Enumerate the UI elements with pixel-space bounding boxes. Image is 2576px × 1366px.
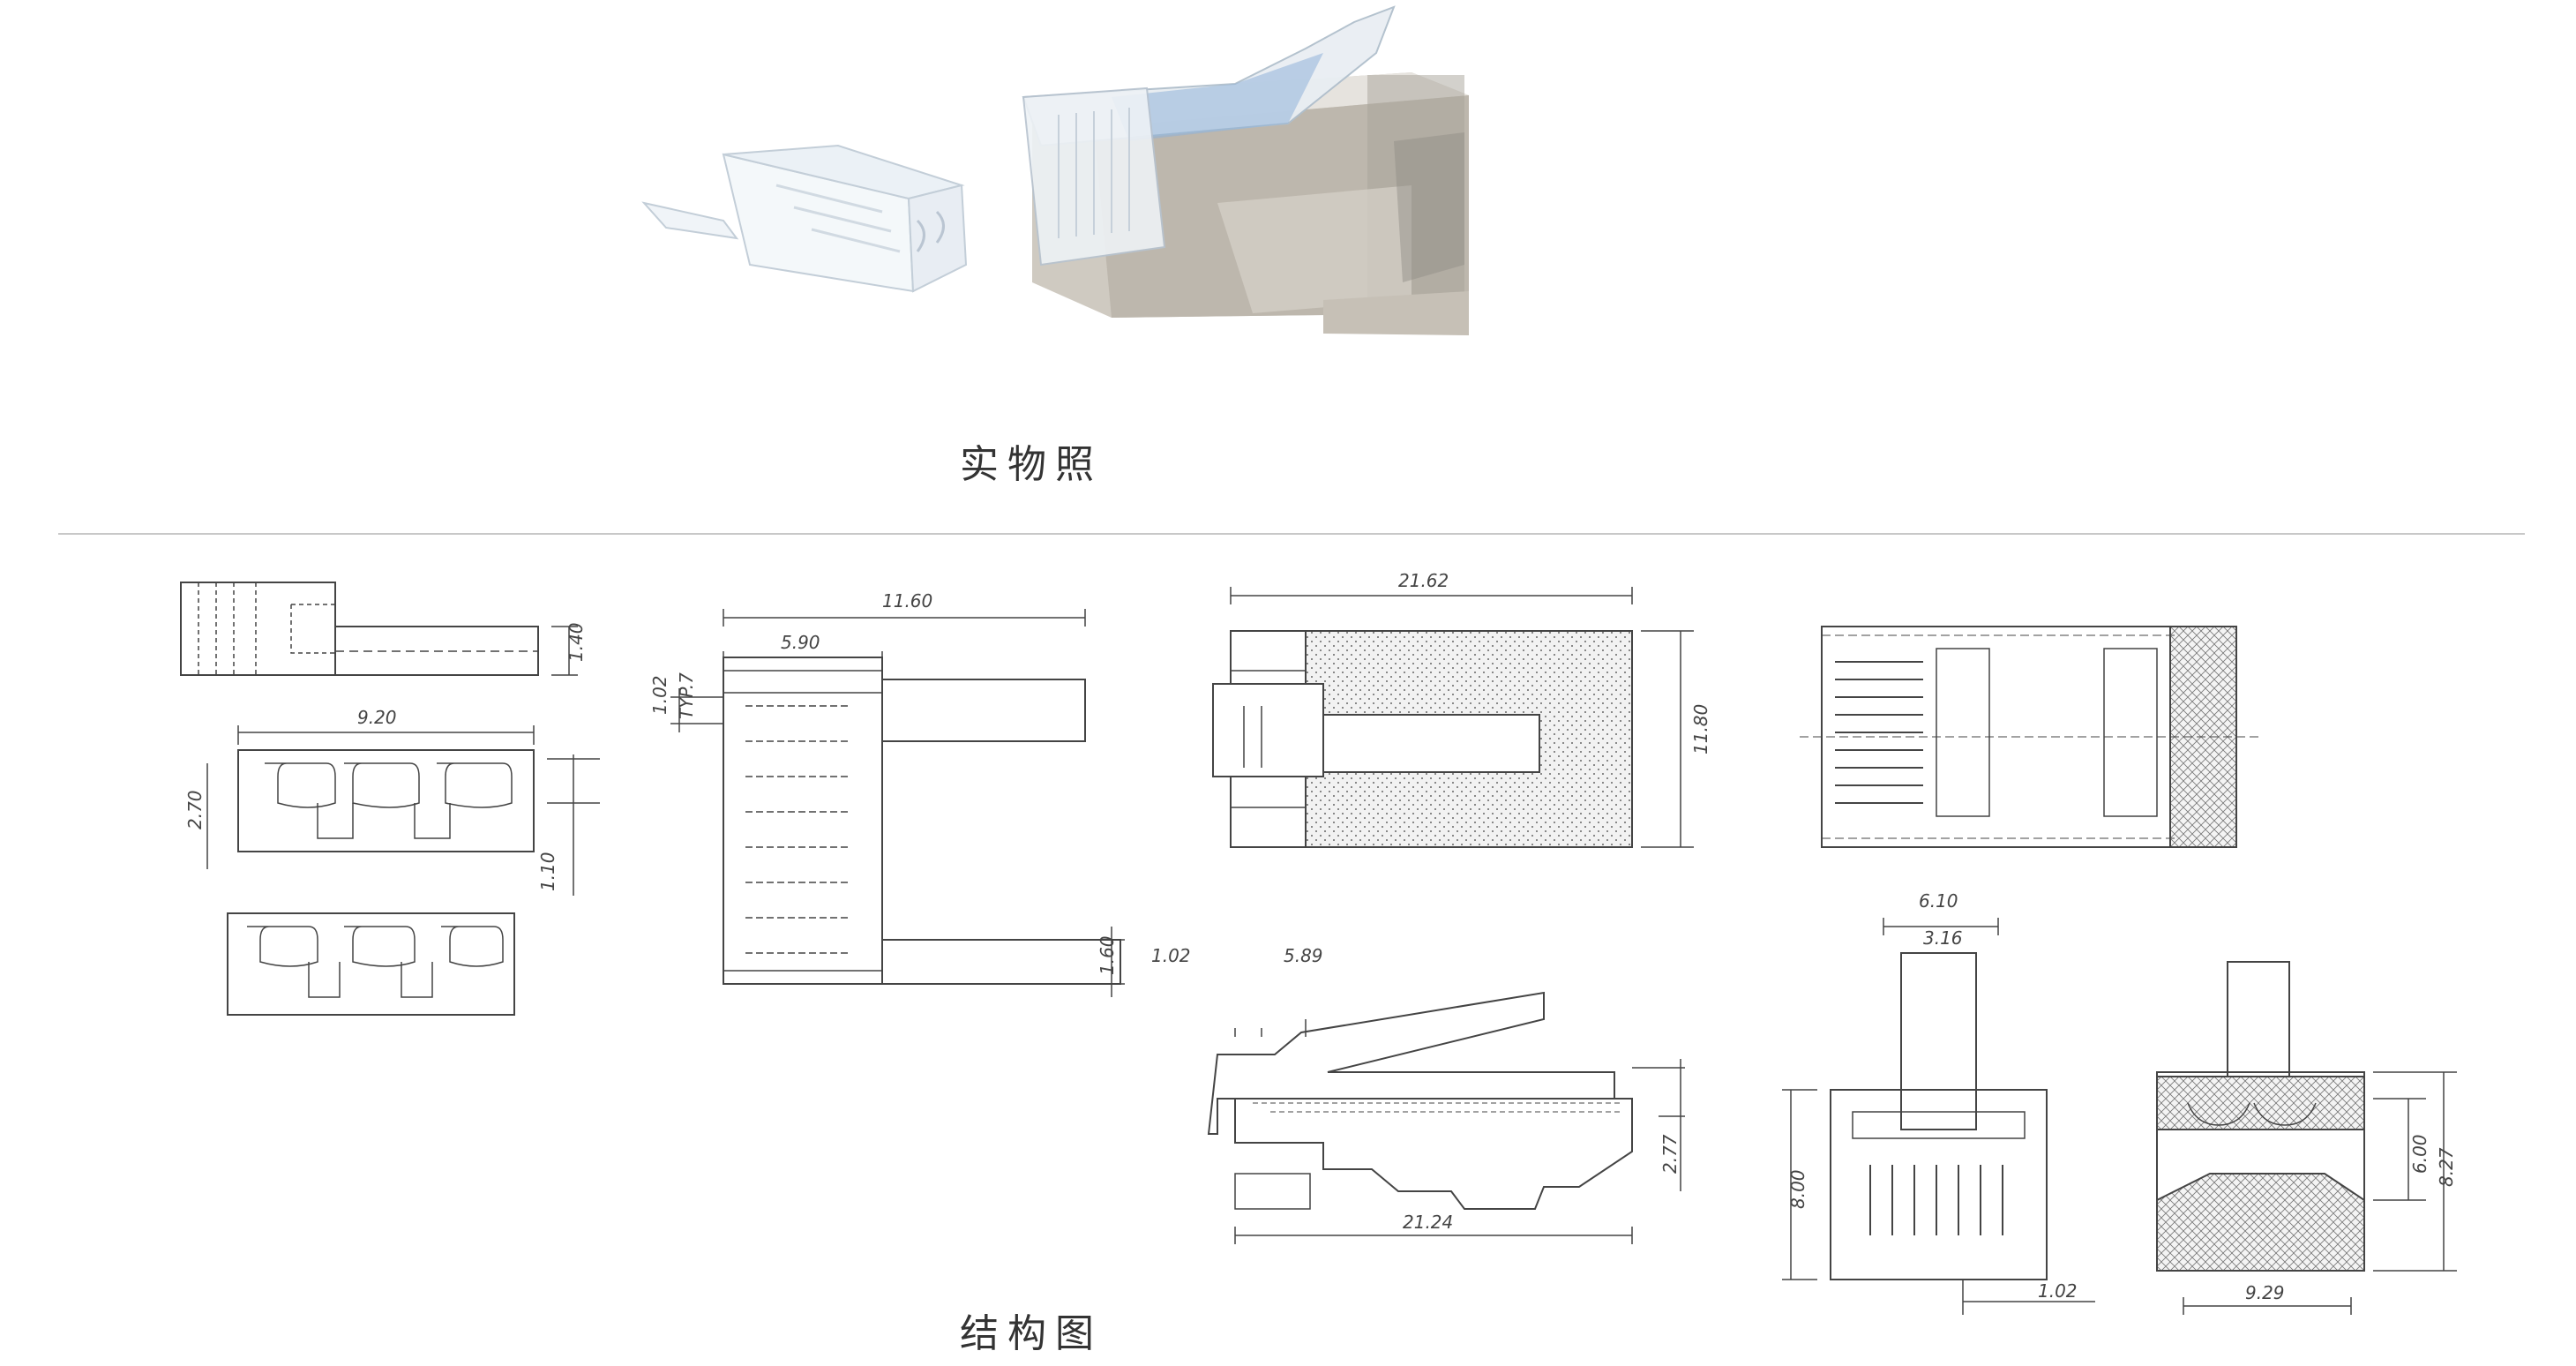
- plug-top-view: [670, 609, 1125, 997]
- dim-front-tab: 3.16: [1923, 927, 1963, 949]
- plug-front-view: [1782, 918, 2095, 1315]
- dim-clip-offset: 1.10: [537, 852, 558, 891]
- dim-rear-height: 8.27: [2436, 1147, 2457, 1187]
- plug-side-view: [1207, 991, 1685, 1244]
- plug-underside-view: [1800, 626, 2258, 848]
- load-bar-bottom-view: [227, 912, 515, 1016]
- load-bar-front-view: [206, 725, 600, 896]
- dim-clip-depth: 2.70: [184, 790, 206, 829]
- dim-side-pitch: 1.02: [1151, 945, 1191, 966]
- load-bar-top-view: [180, 582, 578, 676]
- dim-pin-pitch-a: 1.02: [649, 675, 670, 715]
- technical-drawings: 1.40 9.20 2.70 1.10: [180, 570, 2457, 1315]
- dim-front-pitch: 1.02: [2038, 1280, 2078, 1302]
- drawing-caption: 结构图: [960, 1311, 1103, 1356]
- dim-rear-inner-h: 6.00: [2409, 1134, 2430, 1174]
- plug-rear-view: [2156, 961, 2457, 1315]
- dim-plug-length: 21.62: [1398, 570, 1449, 591]
- dim-clip-height: 1.40: [565, 622, 587, 662]
- dim-top-inner: 5.90: [781, 632, 820, 653]
- dim-top-tab: 1.60: [1097, 935, 1118, 975]
- dim-clip-width: 9.20: [357, 707, 397, 728]
- shielded-plug-image: [1022, 5, 1469, 335]
- dim-front-width: 6.10: [1919, 890, 1958, 912]
- load-bar-image: [641, 144, 968, 293]
- dim-front-height: 8.00: [1787, 1169, 1808, 1209]
- dim-rear-width: 9.29: [2245, 1282, 2285, 1303]
- photo-illustration: [641, 5, 1469, 335]
- dim-top-length: 11.60: [882, 590, 932, 612]
- plug-plan-view: [1212, 587, 1694, 848]
- dim-side-length: 21.24: [1403, 1212, 1453, 1233]
- dim-pin-pitch-b: TYP.7: [676, 672, 697, 719]
- dim-plug-width: 11.80: [1690, 704, 1711, 754]
- dim-side-inner: 5.89: [1284, 945, 1323, 966]
- photo-caption: 实物照: [960, 442, 1103, 487]
- dim-side-height: 2.77: [1659, 1134, 1681, 1174]
- section-divider: [58, 533, 2525, 535]
